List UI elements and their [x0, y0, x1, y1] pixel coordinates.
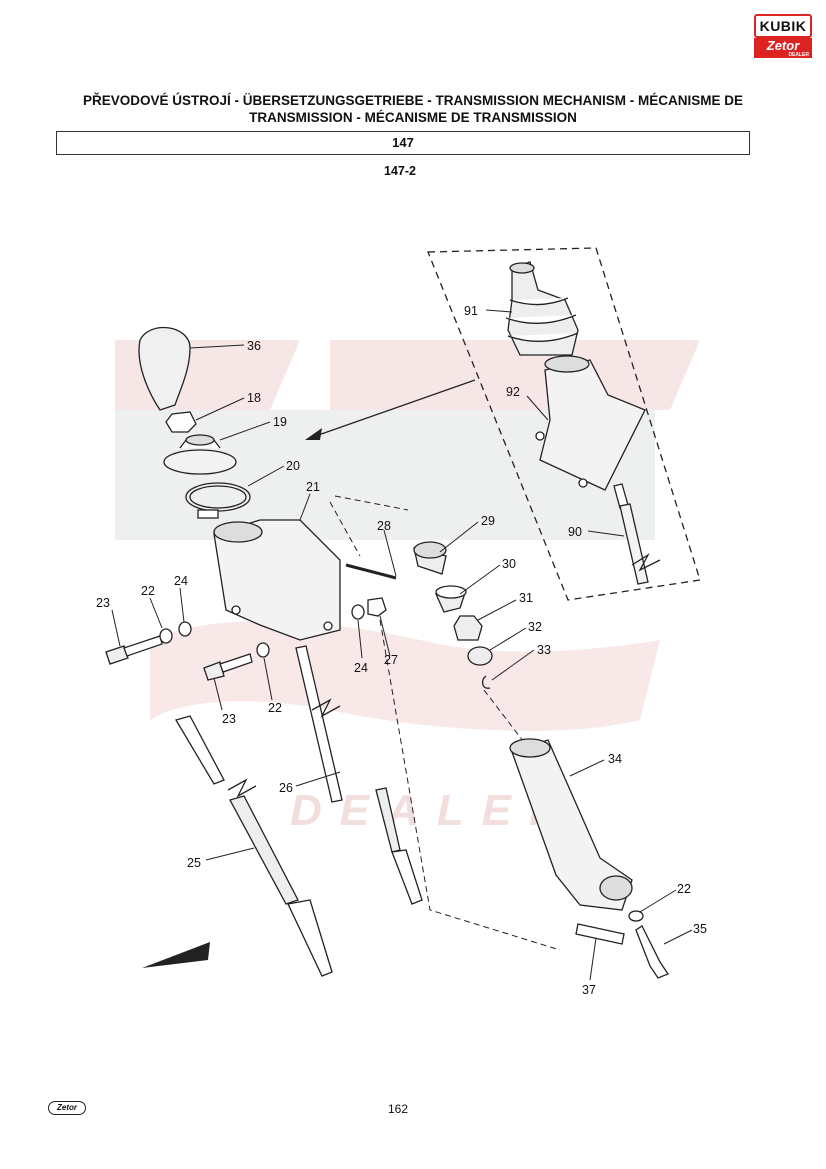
part-18-nut — [165, 411, 197, 433]
part-23-bolt-left — [105, 635, 163, 665]
label-29: 29 — [481, 514, 495, 528]
label-24-left: 24 — [174, 574, 188, 588]
part-37-key — [575, 923, 625, 945]
part-91-boot — [505, 261, 579, 356]
part-24-washer-right — [351, 604, 365, 620]
label-35: 35 — [693, 922, 707, 936]
label-28: 28 — [377, 519, 391, 533]
page-number: 162 — [387, 1102, 409, 1116]
assembly-outline — [427, 247, 701, 601]
label-30: 30 — [502, 557, 516, 571]
part-27-nut — [367, 597, 387, 617]
part-34-tube — [509, 738, 633, 911]
label-32: 32 — [528, 620, 542, 634]
label-22-left: 22 — [141, 584, 155, 598]
part-22-washer-mid — [256, 642, 270, 658]
label-18: 18 — [247, 391, 261, 405]
part-32-ring — [467, 646, 493, 666]
part-25-rod — [175, 715, 333, 977]
part-labels: 36 18 19 20 21 28 29 30 31 32 33 34 22 3… — [96, 304, 707, 997]
label-22-right: 22 — [677, 882, 691, 896]
part-26-rod — [295, 645, 423, 905]
part-20-clamp — [185, 482, 251, 519]
label-27: 27 — [384, 653, 398, 667]
label-22-mid: 22 — [268, 701, 282, 715]
part-21-housing — [213, 519, 341, 641]
label-34: 34 — [608, 752, 622, 766]
leader-lines — [111, 309, 693, 981]
part-22-washer-right — [628, 910, 644, 922]
label-26: 26 — [279, 781, 293, 795]
part-35-bolt — [635, 925, 669, 979]
label-31: 31 — [519, 591, 533, 605]
label-25: 25 — [187, 856, 201, 870]
part-90-lever — [613, 483, 661, 585]
part-31-ball — [453, 615, 483, 641]
logo-sub-text: Zetor — [766, 38, 800, 53]
section-box: 147 — [56, 131, 750, 155]
part-24-washer-left — [178, 621, 192, 637]
label-19: 19 — [273, 415, 287, 429]
label-20: 20 — [286, 459, 300, 473]
label-33: 33 — [537, 643, 551, 657]
label-21: 21 — [306, 480, 320, 494]
label-92: 92 — [506, 385, 520, 399]
part-36-knob — [138, 326, 191, 411]
logo-sub-small: DEALER — [788, 52, 809, 58]
footer-zetor-logo: Zetor — [48, 1101, 86, 1115]
label-23-left: 23 — [96, 596, 110, 610]
label-90: 90 — [568, 525, 582, 539]
label-23-mid: 23 — [222, 712, 236, 726]
part-28-pin — [345, 563, 397, 580]
part-22-washer-left — [159, 628, 173, 644]
part-92-cover — [535, 355, 646, 491]
logo-brand: KUBIK — [754, 14, 812, 38]
part-19-cap — [163, 434, 237, 475]
subsection-label: 147-2 — [384, 164, 416, 178]
label-36: 36 — [247, 339, 261, 353]
part-30-cup — [435, 585, 467, 613]
part-23-bolt-mid — [203, 653, 253, 681]
arrow-icon — [305, 428, 322, 440]
label-91: 91 — [464, 304, 478, 318]
direction-arrow-icon — [142, 942, 210, 968]
part-29-bushing — [413, 541, 447, 575]
page-title: PŘEVODOVÉ ÚSTROJÍ - ÜBERSETZUNGSGETRIEBE… — [82, 93, 744, 125]
label-24-right: 24 — [354, 661, 368, 675]
part-33-circlip — [481, 675, 491, 689]
label-37: 37 — [582, 983, 596, 997]
